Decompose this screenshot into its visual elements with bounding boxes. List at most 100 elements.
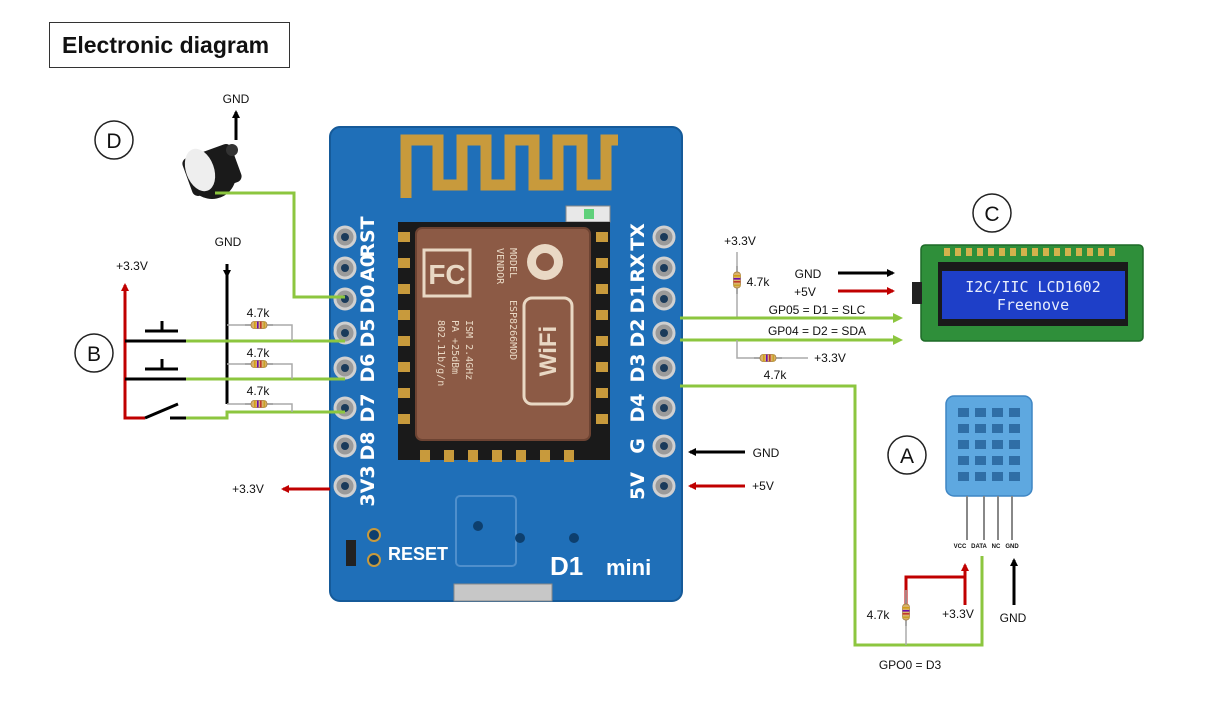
reset-button[interactable] <box>346 540 356 566</box>
marker-d: D <box>94 120 134 160</box>
dht-vent <box>992 424 1003 433</box>
lcd-gnd-label: GND <box>795 267 822 281</box>
v33-out-label: +3.3V <box>232 482 264 496</box>
left-pin-label-d0: D0 <box>357 285 379 314</box>
resistor-b2 <box>227 359 293 379</box>
board-name-d1: D1 <box>550 551 583 581</box>
right-pin-label-d3: D3 <box>627 354 649 383</box>
dht-vent <box>958 424 969 433</box>
board-5v-label: +5V <box>752 479 774 493</box>
lcd-header-pin <box>944 248 950 256</box>
lcd-line-1: I2C/IIC LCD1602 <box>965 278 1100 296</box>
sensor-vcc-label: +3.3V <box>942 607 974 621</box>
left-pin-label-d8: D8 <box>357 432 379 461</box>
lcd-header-pin <box>1043 248 1049 256</box>
lcd-header-pin <box>966 248 972 256</box>
dht-vent <box>958 456 969 465</box>
dht-vent <box>958 408 969 417</box>
dht-vent <box>992 456 1003 465</box>
buzzer-wire-d0 <box>215 191 345 299</box>
resistor-lcd-top <box>732 252 742 318</box>
d1-mini-board: FC WiFi MODEL VENDOR ISM 2.4GHz PA +25dB… <box>329 126 683 602</box>
lcd-header-pin <box>1109 248 1115 256</box>
left-pin-d7-hole <box>341 404 349 412</box>
svg-text:C: C <box>984 203 999 226</box>
right-pin-label-d1: D1 <box>627 285 649 314</box>
sensor-pin-data: DATA <box>971 544 987 550</box>
push-button-1 <box>125 321 186 343</box>
resistor-lcd-bottom <box>736 340 808 363</box>
dht-vent <box>975 472 986 481</box>
right-pin-label-rx: RX <box>627 253 649 283</box>
wire-d3-data <box>680 384 984 647</box>
lcd-header-pin <box>988 248 994 256</box>
sensor-pin-vcc: VCC <box>954 544 967 550</box>
resistor-lcd-bottom-label: 4.7k <box>764 368 788 382</box>
fc-logo: FC <box>428 259 465 290</box>
dht-sensor: VCC DATA NC GND <box>945 395 1033 550</box>
dht-vent <box>1009 424 1020 433</box>
module-pa-text: PA +25dBm <box>449 320 460 374</box>
module-ism-text: ISM 2.4GHz <box>463 320 474 380</box>
left-pin-label-d6: D6 <box>357 354 379 383</box>
left-pin-label-d5: D5 <box>357 319 379 348</box>
gp04-label: GP04 = D2 = SDA <box>768 324 866 338</box>
left-pin-label-rst: RST <box>357 216 379 257</box>
resistor-b3-label: 4.7k <box>247 384 271 398</box>
left-pin-d6-hole <box>341 364 349 372</box>
switch-3 <box>144 402 186 420</box>
push-button-2 <box>125 359 186 381</box>
resistor-b1-label: 4.7k <box>247 306 271 320</box>
wifi-badge-text: WiFi <box>535 326 562 376</box>
module-model-text: MODEL <box>507 248 518 278</box>
sensor-gnd-label: GND <box>1000 611 1027 625</box>
right-pin-d1-hole <box>660 295 668 303</box>
board-name-mini: mini <box>606 555 651 580</box>
reset-label: RESET <box>388 544 448 564</box>
buttons-gnd-label: GND <box>215 235 242 249</box>
lcd-header-pin <box>1065 248 1071 256</box>
dht-vent <box>992 472 1003 481</box>
left-pin-d5-hole <box>341 329 349 337</box>
lcd-header-pin <box>1032 248 1038 256</box>
right-pin-label-tx: TX <box>627 223 649 251</box>
right-pin-d3-hole <box>660 364 668 372</box>
sensor-pin-gnd: GND <box>1005 544 1019 550</box>
resistor-b2-label: 4.7k <box>247 346 271 360</box>
lcd-header-pin <box>977 248 983 256</box>
diagram-title: Electronic diagram <box>49 22 290 68</box>
left-pin-label-d7: D7 <box>357 394 379 423</box>
lcd-pullup-bottom-vcc: +3.3V <box>814 351 846 365</box>
wire-d7 <box>186 410 345 420</box>
right-pin-label-d2: D2 <box>627 319 649 348</box>
dht-vent <box>958 440 969 449</box>
left-pin-label-3v3: 3V3 <box>357 465 379 506</box>
wifi-badge <box>522 296 574 406</box>
lcd-header-pin <box>1021 248 1027 256</box>
dht-vent <box>1009 408 1020 417</box>
dht-vent <box>975 424 986 433</box>
resistor-b3 <box>227 399 293 412</box>
left-pin-3v3-hole <box>341 482 349 490</box>
lcd-line-2: Freenove <box>997 296 1069 314</box>
dht-vent <box>1009 456 1020 465</box>
buttons-vcc-label: +3.3V <box>116 259 148 273</box>
dht-vent <box>992 440 1003 449</box>
module-name-text: ESP8266MOD <box>507 300 518 360</box>
right-pin-g-hole <box>660 442 668 450</box>
left-pin-rst-hole <box>341 233 349 241</box>
dht-vent <box>958 472 969 481</box>
buzzer-gnd-label: GND <box>223 92 250 106</box>
resistor-sensor-label: 4.7k <box>867 608 891 622</box>
dht-vent <box>975 440 986 449</box>
dht-vent <box>1009 440 1020 449</box>
resistor-sensor <box>901 590 911 645</box>
buttons-vcc-rail <box>123 300 145 420</box>
right-pin-label-d4: D4 <box>627 394 649 423</box>
dht-vent <box>975 456 986 465</box>
module-vendor-text: VENDOR <box>494 248 505 285</box>
buzzer <box>182 144 242 199</box>
antenna-trace <box>400 134 618 198</box>
svg-text:B: B <box>87 343 101 366</box>
